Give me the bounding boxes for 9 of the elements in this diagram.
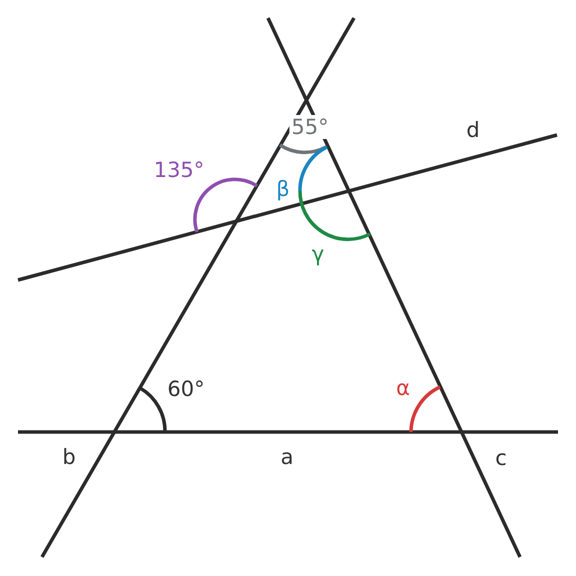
angle-label: 135°: [154, 158, 204, 182]
angle-label: α: [396, 376, 410, 400]
line-label: c: [495, 446, 507, 470]
line-label: b: [62, 445, 76, 469]
angle-label: γ: [312, 242, 324, 266]
angle-label: 60°: [167, 377, 205, 401]
line-label: d: [466, 118, 480, 142]
line-label: a: [280, 445, 294, 469]
angle-label: β: [276, 177, 290, 201]
